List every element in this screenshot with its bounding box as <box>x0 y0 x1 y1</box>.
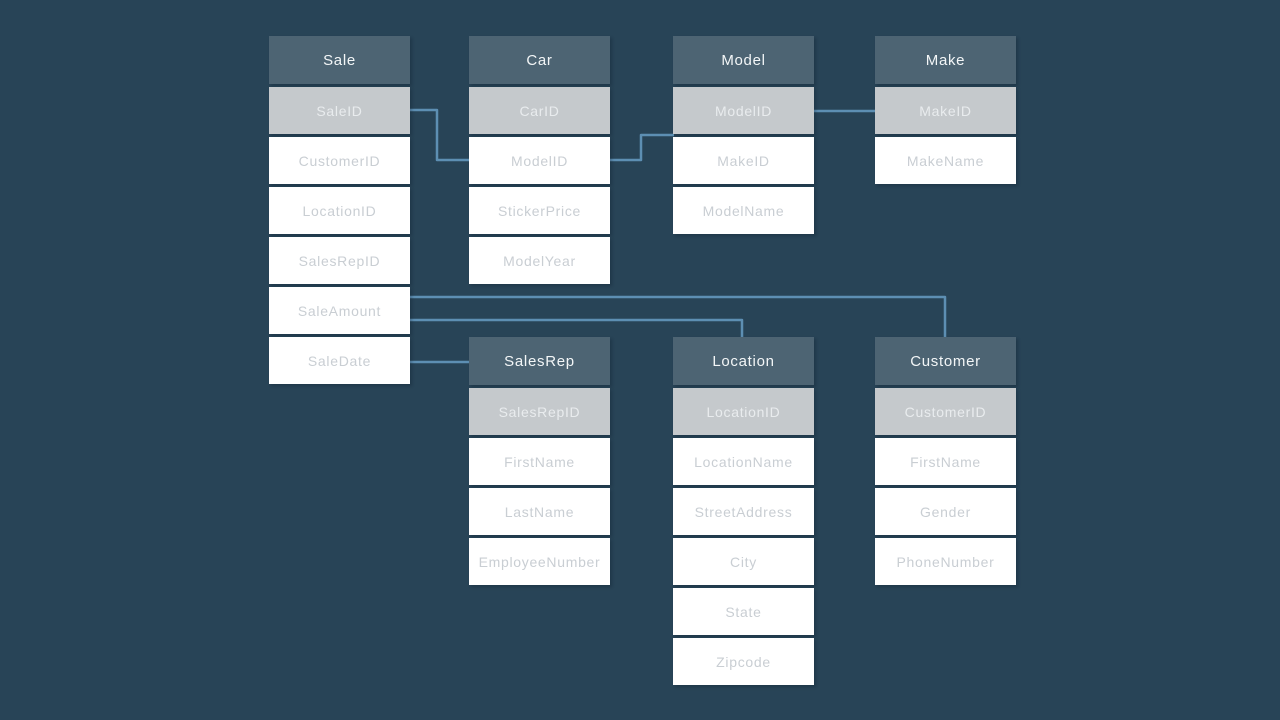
field-car-stickerprice: StickerPrice <box>469 187 610 234</box>
table-title-make: Make <box>875 36 1016 84</box>
table-title-salesrep: SalesRep <box>469 337 610 385</box>
field-make-makeid: MakeID <box>875 87 1016 134</box>
field-location-city: City <box>673 538 814 585</box>
field-location-locationid: LocationID <box>673 388 814 435</box>
field-make-makename: MakeName <box>875 137 1016 184</box>
field-car-modelid: ModelID <box>469 137 610 184</box>
field-customer-firstname: FirstName <box>875 438 1016 485</box>
table-title-customer: Customer <box>875 337 1016 385</box>
table-title-location: Location <box>673 337 814 385</box>
field-location-streetaddress: StreetAddress <box>673 488 814 535</box>
field-location-locationname: LocationName <box>673 438 814 485</box>
field-sale-saleid: SaleID <box>269 87 410 134</box>
field-model-modelid: ModelID <box>673 87 814 134</box>
field-sale-saledate: SaleDate <box>269 337 410 384</box>
relationship-car-modelid-to-model-modelid <box>610 133 674 162</box>
table-title-car: Car <box>469 36 610 84</box>
field-salesrep-salesrepid: SalesRepID <box>469 388 610 435</box>
field-car-modelyear: ModelYear <box>469 237 610 284</box>
field-sale-locationid: LocationID <box>269 187 410 234</box>
field-location-zipcode: Zipcode <box>673 638 814 685</box>
table-title-sale: Sale <box>269 36 410 84</box>
field-sale-customerid: CustomerID <box>269 137 410 184</box>
field-salesrep-employeenumber: EmployeeNumber <box>469 538 610 585</box>
relationship-sale-saleid-to-car-modelid <box>409 108 470 162</box>
field-location-state: State <box>673 588 814 635</box>
field-customer-gender: Gender <box>875 488 1016 535</box>
table-title-model: Model <box>673 36 814 84</box>
field-salesrep-lastname: LastName <box>469 488 610 535</box>
field-sale-saleamount: SaleAmount <box>269 287 410 334</box>
field-salesrep-firstname: FirstName <box>469 438 610 485</box>
field-customer-customerid: CustomerID <box>875 388 1016 435</box>
field-sale-salesrepid: SalesRepID <box>269 237 410 284</box>
field-customer-phonenumber: PhoneNumber <box>875 538 1016 585</box>
field-model-makeid: MakeID <box>673 137 814 184</box>
field-model-modelname: ModelName <box>673 187 814 234</box>
field-car-carid: CarID <box>469 87 610 134</box>
relationship-sale-customerid-to-customer <box>409 295 947 339</box>
